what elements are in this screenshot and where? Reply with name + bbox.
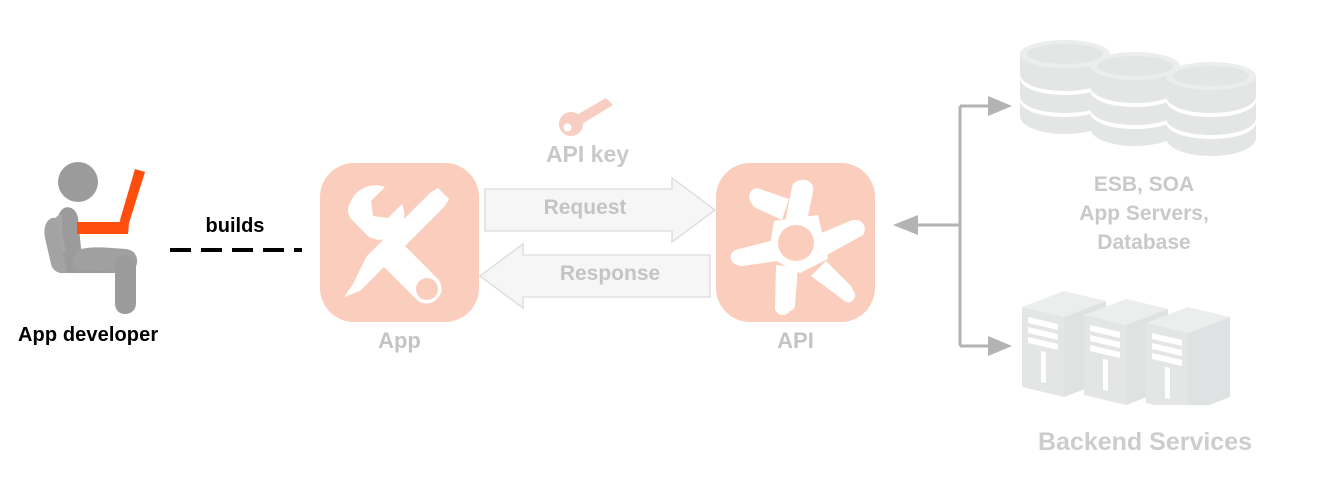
connector-arrowhead-down-right [988,336,1012,356]
database-label-line-1: ESB, SOA [1093,173,1195,196]
api-key-label: API key [545,141,630,167]
app-node[interactable]: App [320,163,479,353]
esb-soa-app-servers-database-label: ESB, SOA App Servers, Database [1013,170,1275,257]
request-flow-arrow: Request [484,176,717,244]
response-flow-arrow: Response [478,242,711,310]
seated-developer-with-laptop-icon [40,160,190,315]
database-label-line-3: Database [1097,231,1191,254]
backend-services-label: Backend Services [1037,428,1253,456]
connector-arrowhead-up-right [988,96,1012,116]
database-cylinders-icon [1020,36,1268,161]
connector-arrowhead-to-api [893,215,918,235]
builds-dashed-line [168,243,304,255]
app-caption: App [378,328,421,353]
key-icon [558,96,616,136]
database-label-line-2: App Servers, [1079,202,1209,225]
api-star-burst-icon [716,163,875,322]
api-caption: API [777,328,814,353]
backend-connectors [888,88,1013,363]
server-racks-icon [1022,283,1260,413]
wrench-and-pencil-icon [320,163,479,322]
api-node[interactable]: API [716,163,875,353]
app-developer-label: App developer [18,324,159,346]
builds-relation-label: builds [205,215,265,237]
